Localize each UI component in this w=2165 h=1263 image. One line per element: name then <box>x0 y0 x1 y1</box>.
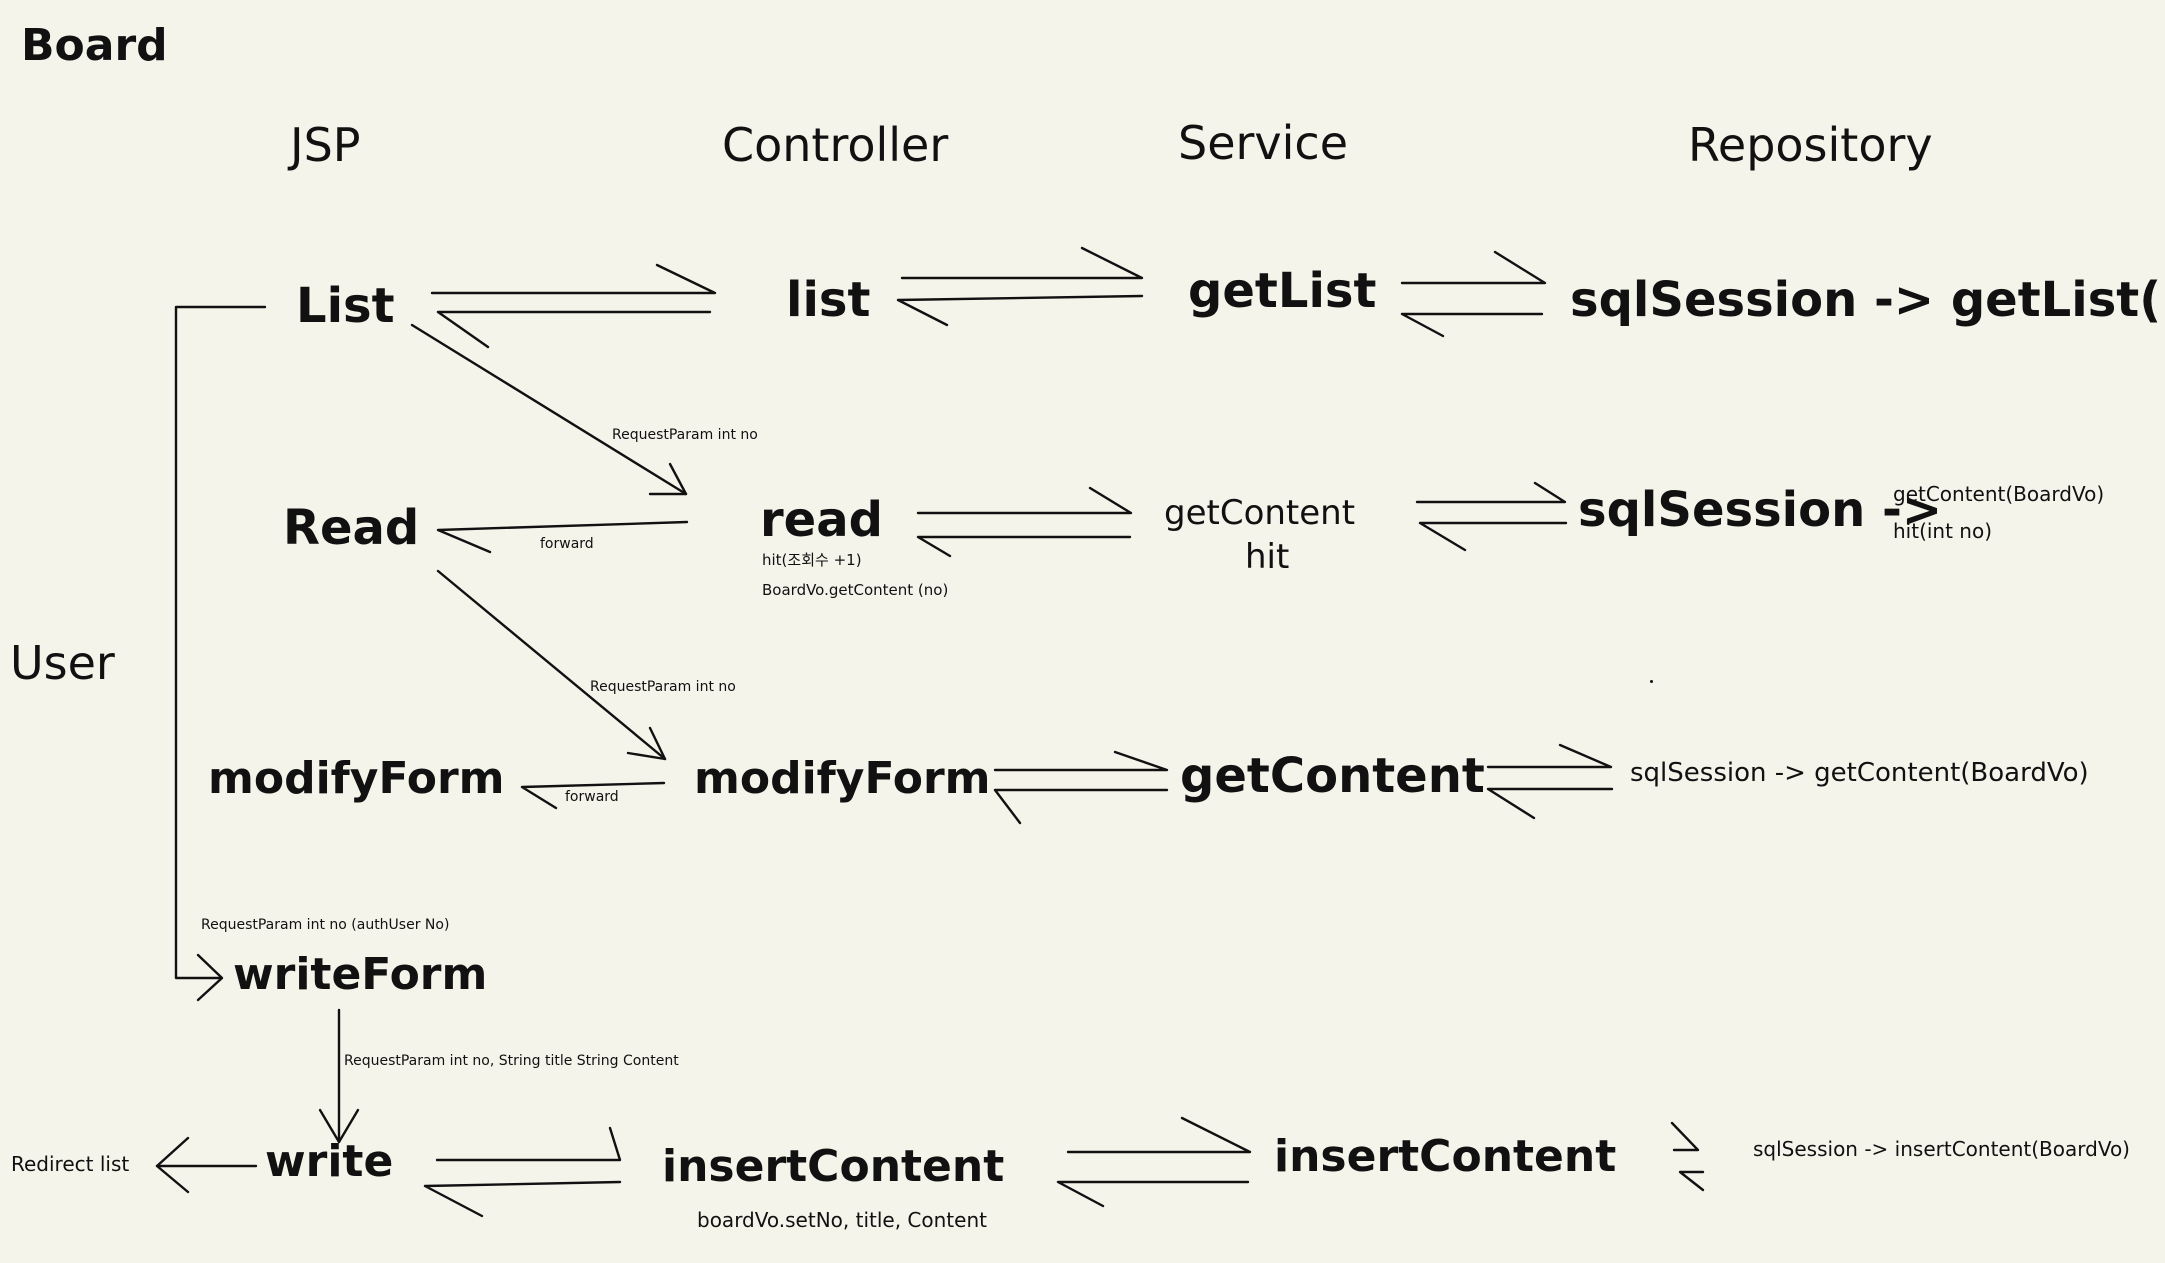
arrow-list-to-controller-list <box>430 263 717 295</box>
arrow-controller-list-to-list <box>436 310 712 349</box>
jsp-write-node: write <box>265 1136 394 1187</box>
service-getlist-node: getList <box>1188 263 1377 319</box>
arrow-getlist-to-list <box>896 294 1144 327</box>
arrow-writeform-to-write <box>318 1008 360 1144</box>
service-getcontent-node: getContent <box>1164 493 1356 533</box>
redirect-list-label: Redirect list <box>11 1152 130 1176</box>
edge-label-user-to-writeform: RequestParam int no (authUser No) <box>201 917 450 933</box>
arrow-write-to-redirect <box>155 1136 258 1194</box>
column-header-jsp: JSP <box>290 118 361 172</box>
column-header-controller: Controller <box>722 118 949 172</box>
repo-read-hit-call: hit(int no) <box>1893 519 1993 543</box>
arrow-read-to-modifyform <box>436 569 667 761</box>
jsp-list-node: List <box>296 278 395 334</box>
controller-read-note-hit: hit(조회수 +1) <box>762 551 862 569</box>
edge-label-read-forward: forward <box>540 536 594 552</box>
arrow-getcontent-modify-to-repo <box>1486 743 1613 769</box>
repo-getcontent-node: sqlSession -> getContent(BoardVo) <box>1630 758 2089 788</box>
arrow-modifyform-forward <box>520 781 666 810</box>
controller-read-note-getcontent: BoardVo.getContent (no) <box>762 581 949 599</box>
arrow-repo-to-getcontent-modify <box>1486 787 1614 820</box>
repo-getlist-node: sqlSession -> getList() <box>1570 272 2165 328</box>
arrow-read-forward <box>436 520 689 554</box>
user-label: User <box>10 636 115 690</box>
arrow-list-to-getlist <box>900 246 1144 280</box>
edge-label-list-to-read: RequestParam int no <box>612 427 758 443</box>
edge-label-read-to-modify: RequestParam int no <box>590 679 736 695</box>
jsp-modifyform-node: modifyForm <box>208 753 505 804</box>
controller-insertcontent-node: insertContent <box>662 1141 1005 1192</box>
service-hit-node: hit <box>1245 537 1290 577</box>
controller-list-node: list <box>786 272 871 328</box>
repo-read-getcontent-call: getContent(BoardVo) <box>1893 482 2105 506</box>
controller-insert-note: boardVo.setNo, title, Content <box>697 1208 987 1232</box>
repo-read-prefix-node: sqlSession -> <box>1578 482 1943 538</box>
arrow-service-insert-to-repo <box>1670 1121 1700 1152</box>
service-insertcontent-node: insertContent <box>1274 1131 1617 1182</box>
edge-label-writeform-to-write: RequestParam int no, String title String… <box>344 1053 679 1069</box>
column-header-service: Service <box>1178 116 1349 170</box>
arrow-repo-to-service-insert <box>1678 1170 1705 1192</box>
arrow-user-to-writeform <box>174 305 267 1002</box>
arrow-getcontent-to-repo <box>1415 481 1567 504</box>
edge-label-modify-forward: forward <box>565 789 619 805</box>
arrow-read-to-getcontent <box>916 486 1133 515</box>
repo-insertcontent-node: sqlSession -> insertContent(BoardVo) <box>1753 1137 2130 1161</box>
arrow-modifyform-to-getcontent <box>993 750 1169 772</box>
diagram-title: Board <box>21 20 168 71</box>
arrow-service-to-insert <box>1056 1180 1250 1208</box>
stray-dot <box>1650 680 1653 683</box>
arrow-insertcontent-to-write <box>423 1180 622 1218</box>
service-getcontent-modify-node: getContent <box>1180 748 1485 804</box>
arrow-insert-to-service <box>1066 1116 1252 1154</box>
arrow-write-to-insertcontent <box>435 1126 622 1162</box>
arrow-getcontent-to-read <box>916 535 1132 558</box>
controller-read-node: read <box>760 492 883 548</box>
jsp-read-node: Read <box>283 500 420 556</box>
arrow-getcontent-to-modifyform <box>993 788 1169 825</box>
controller-modifyform-node: modifyForm <box>694 753 991 804</box>
arrow-list-to-read <box>410 323 688 496</box>
arrow-getlist-to-repo <box>1400 250 1547 285</box>
jsp-writeform-node: writeForm <box>233 949 488 1000</box>
column-header-repository: Repository <box>1688 118 1933 172</box>
arrow-repo-to-getcontent <box>1418 521 1568 552</box>
arrow-repo-to-getlist <box>1400 312 1544 338</box>
